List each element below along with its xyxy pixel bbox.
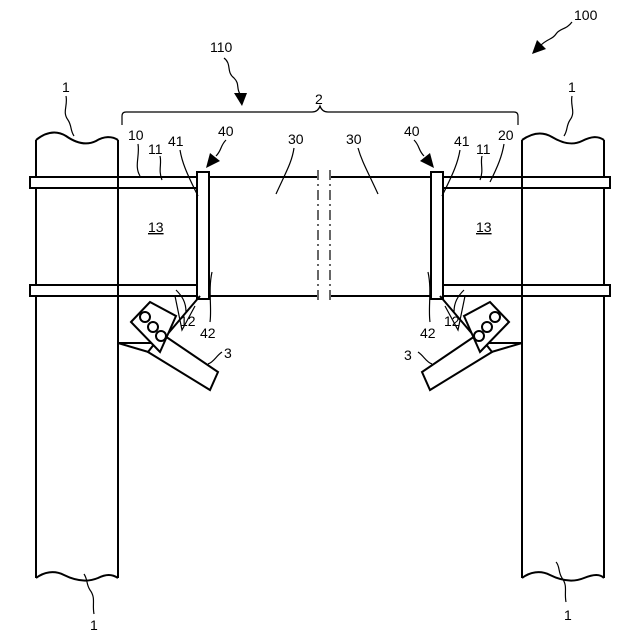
label-column-top-right: 1: [568, 79, 576, 95]
leader-lines: [65, 96, 572, 614]
label-splice-plate-right: 40: [404, 123, 420, 139]
left-brace-bolt: [148, 322, 158, 332]
label-beam-segment-right: 30: [346, 131, 362, 147]
left-column: [36, 133, 118, 581]
label-beam-span: 2: [315, 91, 323, 107]
label-assembly: 100: [574, 7, 598, 23]
arrow-40-left: [216, 140, 226, 156]
right-end-member: [442, 177, 522, 296]
label-bolt-upper-right: 41: [454, 133, 470, 149]
label-hollow-section-right: 13: [476, 219, 492, 235]
label-brace-right: 3: [404, 347, 412, 363]
arrow-110: [224, 58, 240, 94]
left-brace: [131, 302, 218, 390]
label-splice-plate-left: 40: [218, 123, 234, 139]
label-beam-segment-left: 30: [288, 131, 304, 147]
label-right-end-member: 20: [498, 127, 514, 143]
right-brace: [422, 302, 509, 390]
label-column-bottom-left: 1: [90, 617, 98, 633]
label-column-bottom-right: 1: [564, 607, 572, 623]
right-column: [522, 133, 604, 580]
label-bolt-lower-left: 42: [200, 325, 216, 341]
splice-plates: [197, 172, 443, 299]
right-brace-bolt: [482, 322, 492, 332]
arrow-40-left-head: [206, 153, 220, 168]
span-brace: [122, 106, 518, 125]
label-column-top-left: 1: [62, 79, 70, 95]
right-brace-bolt: [474, 331, 484, 341]
label-flange-right: 11: [476, 141, 491, 157]
right-brace-bolt: [490, 312, 500, 322]
arrow-40-right-head: [420, 153, 434, 168]
label-bolt-upper-left: 41: [168, 133, 184, 149]
arrow-110-head: [234, 93, 247, 106]
label-left-end-member: 10: [128, 127, 144, 143]
label-bolt-lower-right: 42: [420, 325, 436, 341]
left-end-member: [118, 177, 198, 296]
arrow-40-right: [414, 140, 424, 156]
label-bridge-structure: 110: [210, 39, 233, 55]
label-gusset-right: 12: [444, 313, 460, 329]
arrow-100: [540, 22, 572, 46]
left-brace-bolt: [156, 331, 166, 341]
left-brace-bolt: [140, 312, 150, 322]
label-hollow-section-left: 13: [148, 219, 164, 235]
central-beam: [209, 170, 431, 303]
label-brace-left: 3: [224, 345, 232, 361]
label-flange-left: 11: [148, 141, 163, 157]
label-gusset-left: 12: [180, 313, 196, 329]
